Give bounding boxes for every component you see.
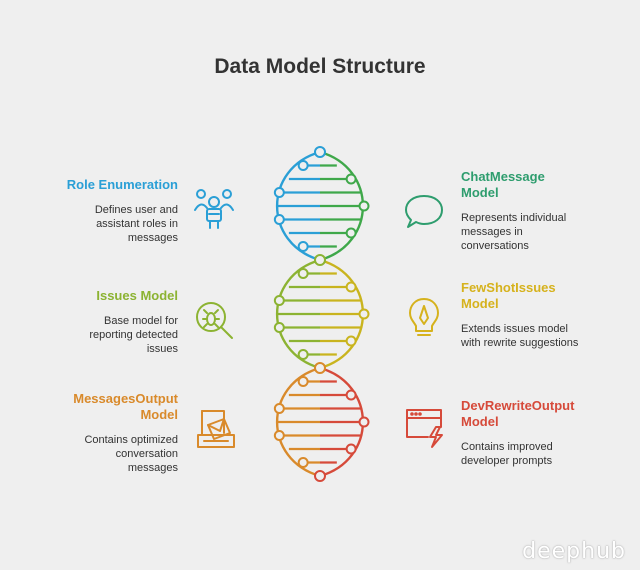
helix-node xyxy=(297,241,309,252)
helix-node xyxy=(273,214,285,225)
helix-node xyxy=(297,376,309,387)
helix-node xyxy=(297,457,309,468)
helix-node xyxy=(297,349,309,360)
helix-node xyxy=(345,173,357,185)
helix-node xyxy=(358,416,370,428)
fewshotissues-model-description: Extends issues model with rewrite sugges… xyxy=(461,323,579,349)
fewshotissues-model-heading: FewShotIssues Model xyxy=(461,280,556,311)
browser-lightning-icon xyxy=(402,405,446,449)
devrewriteoutput-model-heading: DevRewriteOutput Model xyxy=(461,398,575,429)
helix-node xyxy=(345,281,357,293)
helix-node xyxy=(273,403,285,414)
magnifier-bug-icon xyxy=(192,298,236,342)
helix-node xyxy=(273,295,285,306)
helix-node xyxy=(273,187,285,198)
page-title: Data Model Structure xyxy=(214,55,426,78)
helix-crossover-node xyxy=(314,362,326,374)
helix-node xyxy=(273,322,285,333)
issues-model-block: Issues Model Base model for reporting de… xyxy=(18,288,178,356)
deephub-watermark: deephub xyxy=(522,539,626,564)
role-enumeration-block: Role Enumeration Defines user and assist… xyxy=(18,177,178,245)
helix-node xyxy=(345,335,357,347)
messages-output-description: Contains optimized conversation messages xyxy=(84,434,178,474)
helix-node xyxy=(358,200,370,212)
messages-output-heading: MessagesOutput Model xyxy=(73,391,178,422)
helix-node xyxy=(345,227,357,239)
chatmessage-model-description: Represents individual messages in conver… xyxy=(461,212,567,252)
role-enumeration-heading: Role Enumeration xyxy=(66,177,178,192)
issues-model-description: Base model for reporting detected issues xyxy=(89,315,178,355)
helix-crossover-node xyxy=(314,254,326,266)
helix-node xyxy=(345,389,357,401)
issues-model-heading: Issues Model xyxy=(96,288,178,303)
chatmessage-model-block: ChatMessage Model Represents individual … xyxy=(461,169,621,253)
mailbox-icon xyxy=(194,407,238,451)
devrewriteoutput-model-description: Contains improved developer prompts xyxy=(461,441,553,467)
fewshotissues-model-block: FewShotIssues Model Extends issues model… xyxy=(461,280,621,350)
dna-helix-graphic xyxy=(273,146,370,482)
helix-node xyxy=(297,160,309,171)
lightbulb-pen-icon xyxy=(402,296,446,340)
helix-node xyxy=(297,268,309,279)
devrewriteoutput-model-block: DevRewriteOutput Model Contains improved… xyxy=(461,398,621,468)
role-enumeration-description: Defines user and assistant roles in mess… xyxy=(94,204,178,244)
chatmessage-model-heading: ChatMessage Model xyxy=(461,169,545,200)
helix-node xyxy=(273,430,285,441)
messages-output-block: MessagesOutput Model Contains optimized … xyxy=(18,391,178,475)
helix-crossover-node xyxy=(314,470,326,482)
speech-bubble-icon xyxy=(402,190,446,234)
people-icon xyxy=(192,186,236,230)
helix-node xyxy=(358,308,370,320)
helix-node xyxy=(345,443,357,455)
helix-crossover-node xyxy=(314,146,326,158)
